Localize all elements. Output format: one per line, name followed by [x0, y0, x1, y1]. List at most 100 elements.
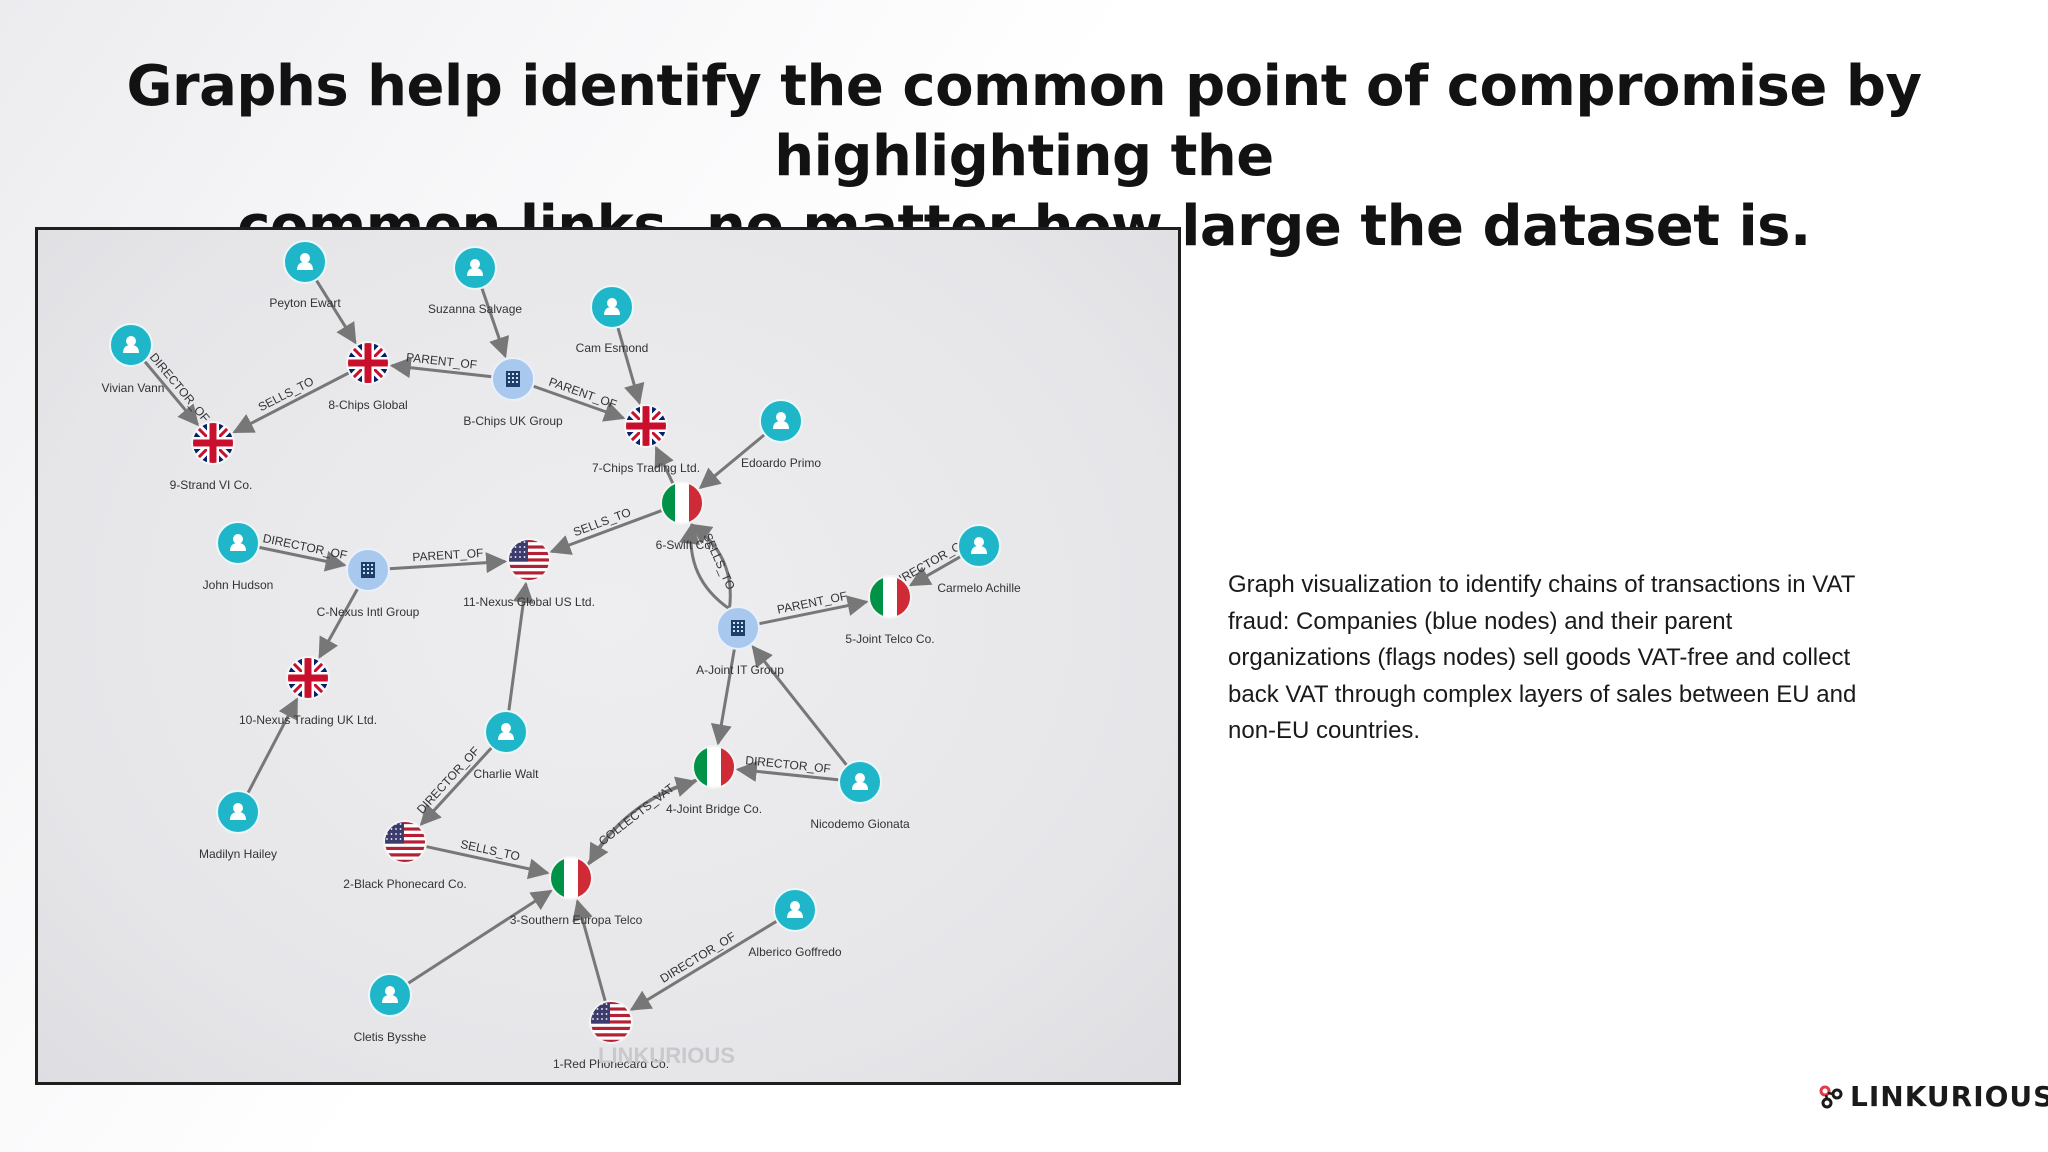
building-icon — [361, 562, 375, 578]
node-nicodemo[interactable]: Nicodemo Gionata — [810, 760, 910, 831]
node-label: 9-Strand VI Co. — [170, 478, 253, 492]
node-label: Charlie Walt — [474, 767, 540, 781]
node-label: Suzanna Salvage — [428, 302, 522, 316]
node-alberico[interactable]: Alberico Goffredo — [748, 888, 842, 959]
node-label: A-Joint IT Group — [696, 663, 784, 677]
uk-flag-icon — [624, 404, 668, 448]
edge-swift6-nexus11[interactable] — [549, 508, 663, 555]
node-cam[interactable]: Cam Esmond — [576, 285, 649, 355]
edge-black2-southern3[interactable] — [425, 844, 550, 880]
edge-southern3-bridge4[interactable] — [586, 776, 698, 866]
node-bridge4[interactable]: 4-Joint Bridge Co. — [666, 745, 762, 816]
it-flag-icon — [868, 575, 912, 619]
person-icon — [971, 537, 987, 554]
person-icon — [787, 901, 803, 918]
edge-madilyn-nexus10[interactable] — [246, 697, 299, 795]
node-label: C-Nexus Intl Group — [317, 605, 420, 619]
us-flag-icon — [507, 538, 551, 582]
node-label: Madilyn Hailey — [199, 847, 277, 861]
node-label: 2-Black Phonecard Co. — [343, 877, 466, 891]
node-southern3[interactable]: 3-Southern Europa Telco — [510, 856, 643, 927]
edge-bchips-chips7[interactable] — [532, 384, 626, 422]
uk-flag-icon — [191, 421, 235, 465]
person-icon — [467, 259, 483, 276]
node-madilyn[interactable]: Madilyn Hailey — [199, 790, 277, 861]
person-icon — [604, 298, 620, 315]
description-text: Graph visualization to identify chains o… — [1228, 571, 1857, 744]
node-nexus10[interactable]: 10-Nexus Trading UK Ltd. — [239, 656, 377, 727]
node-telco5[interactable]: 5-Joint Telco Co. — [845, 575, 935, 646]
node-label: John Hudson — [203, 578, 274, 592]
edge-ajoint-bridge4[interactable] — [710, 648, 736, 746]
node-label: 10-Nexus Trading UK Ltd. — [239, 713, 377, 727]
node-label: Peyton Ewart — [269, 296, 341, 310]
person-icon — [230, 803, 246, 820]
node-john[interactable]: John Hudson — [203, 521, 274, 592]
it-flag-icon — [692, 745, 736, 789]
edge-peyton-chips8[interactable] — [314, 279, 357, 345]
edge-john-cnexus[interactable] — [258, 545, 347, 572]
node-peyton[interactable]: Peyton Ewart — [269, 240, 341, 310]
node-label: 3-Southern Europa Telco — [510, 913, 643, 927]
brand-logo: LINKURIOUS — [1818, 1076, 2048, 1116]
node-carmelo[interactable]: Carmelo Achille — [937, 524, 1021, 595]
node-label: 4-Joint Bridge Co. — [666, 802, 762, 816]
edge-vivian-strand9[interactable] — [143, 360, 199, 427]
node-label: 11-Nexus Global US Ltd. — [463, 595, 595, 609]
node-label: Carmelo Achille — [937, 581, 1021, 595]
node-chips8[interactable]: 8-Chips Global — [328, 341, 408, 412]
node-label: B-Chips UK Group — [463, 414, 563, 428]
node-charlie[interactable]: Charlie Walt — [474, 710, 540, 781]
watermark: LINKURIOUS — [598, 1043, 735, 1068]
edge-cam-chips7[interactable] — [616, 326, 645, 405]
node-chips7[interactable]: 7-Chips Trading Ltd. — [592, 404, 700, 475]
edge-swift6-chips7[interactable] — [654, 445, 675, 485]
node-ajoint[interactable]: A-Joint IT Group — [696, 606, 784, 677]
edge-nicodemo-ajoint[interactable] — [751, 645, 849, 767]
edge-bchips-chips8[interactable] — [389, 357, 493, 379]
person-icon — [498, 723, 514, 740]
edge-ajoint-swift6[interactable] — [690, 523, 732, 610]
edge-cletis-southern3[interactable] — [406, 889, 553, 985]
edge-chips8-strand9[interactable] — [232, 371, 351, 434]
node-suzanna[interactable]: Suzanna Salvage — [428, 246, 522, 316]
edge-nicodemo-bridge4[interactable] — [735, 760, 840, 782]
person-icon — [852, 773, 868, 790]
edge-ajoint-telco5[interactable] — [758, 595, 869, 626]
person-icon — [123, 336, 139, 353]
node-edoardo[interactable]: Edoardo Primo — [741, 399, 821, 470]
node-nexus11[interactable]: 11-Nexus Global US Ltd. — [463, 538, 595, 609]
edge-cnexus-nexus10[interactable] — [318, 587, 360, 659]
node-swift6[interactable]: 6-Swift Co. — [656, 481, 715, 552]
edge-charlie-nexus11[interactable] — [507, 581, 534, 712]
edge-cnexus-nexus11[interactable] — [388, 552, 508, 574]
edge-carmelo-telco5[interactable] — [909, 555, 962, 587]
node-cnexus[interactable]: C-Nexus Intl Group — [317, 548, 420, 619]
edge-edoardo-swift6[interactable] — [698, 433, 766, 490]
edge-red1-southern3[interactable] — [572, 899, 607, 1003]
title-line-1: Graphs help identify the common point of… — [126, 54, 1922, 189]
node-strand9[interactable]: 9-Strand VI Co. — [170, 421, 253, 492]
edge-label: DIRECTOR_OF — [658, 929, 739, 986]
us-flag-icon — [589, 1000, 633, 1044]
building-icon — [731, 620, 745, 636]
node-black2[interactable]: 2-Black Phonecard Co. — [343, 820, 467, 891]
edge-charlie-black2[interactable] — [419, 746, 493, 826]
edge-alberico-red1[interactable] — [629, 919, 778, 1011]
edge-label: DIRECTOR_OF — [414, 744, 482, 817]
node-vivian[interactable]: Vivian Vann — [102, 323, 165, 395]
nodes-layer: Peyton Ewart Suzanna Salvage Cam EsmondViv… — [102, 240, 1021, 1071]
edge-suzanna-bchips[interactable] — [480, 287, 510, 359]
it-flag-icon — [549, 856, 593, 900]
node-label: Cletis Bysshe — [354, 1030, 427, 1044]
node-label: 6-Swift Co. — [656, 538, 715, 552]
building-icon — [506, 371, 520, 387]
it-flag-icon — [660, 481, 704, 525]
person-icon — [382, 986, 398, 1003]
person-icon — [230, 534, 246, 551]
node-bchips[interactable]: B-Chips UK Group — [463, 357, 563, 428]
edge-bridge4-southern3[interactable] — [588, 778, 698, 866]
node-cletis[interactable]: Cletis Bysshe — [354, 973, 427, 1044]
